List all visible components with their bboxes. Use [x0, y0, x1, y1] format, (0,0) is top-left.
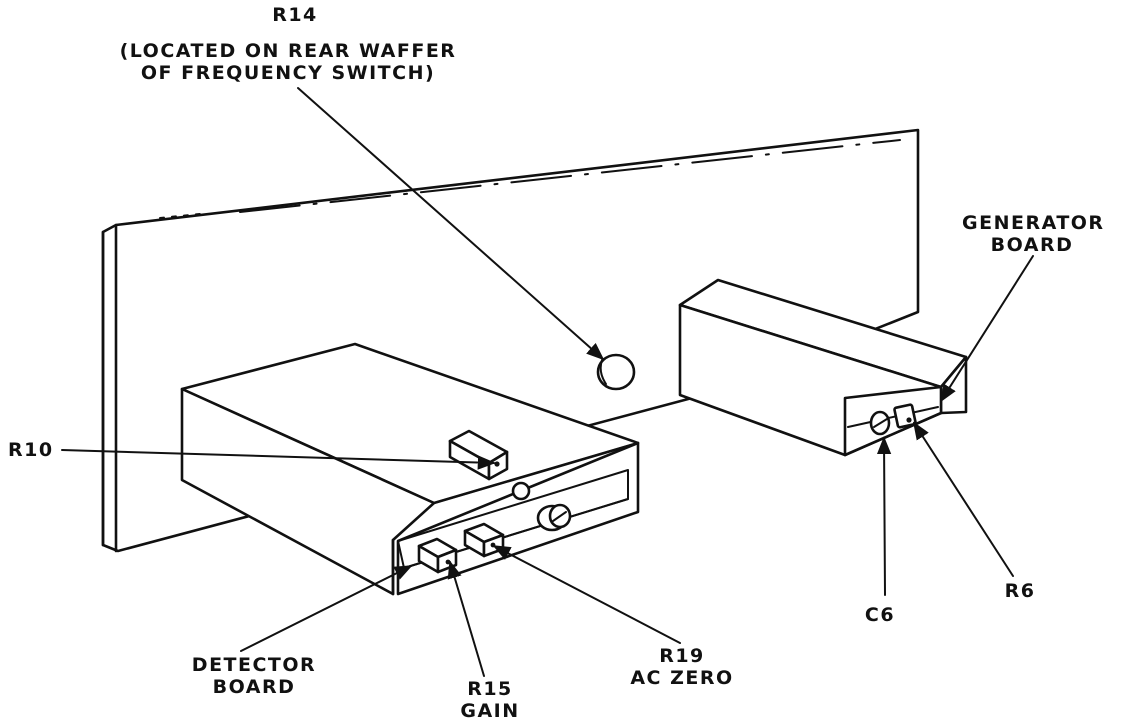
- r19-function: AC ZERO: [630, 667, 734, 689]
- r14-note-line1: (LOCATED ON REAR WAFFER: [119, 40, 457, 62]
- detector-board-leader: [240, 565, 413, 652]
- c6-label-text: C6: [864, 604, 896, 626]
- c6-leader: [876, 436, 892, 596]
- generator-board-line2: BOARD: [990, 234, 1074, 256]
- c6-label: C6: [850, 604, 910, 626]
- r14-location-note: (LOCATED ON REAR WAFFER OF FREQUENCY SWI…: [28, 40, 548, 84]
- detector-access-hole: [511, 481, 531, 501]
- r15-function: GAIN: [460, 700, 520, 722]
- detector-board-box: [180, 342, 640, 596]
- r15-designator: R15: [467, 678, 513, 700]
- r14-designator: R14: [272, 4, 318, 26]
- detector-adjust-knob: [536, 503, 572, 532]
- r14-label: R14: [220, 4, 370, 26]
- detector-board-line2: BOARD: [212, 676, 296, 698]
- generator-board-leader: [940, 255, 1034, 403]
- detector-board-label: DETECTOR BOARD: [184, 654, 324, 698]
- generator-board-line1: GENERATOR: [962, 212, 1105, 234]
- r6-leader: [913, 421, 1014, 577]
- leader-lines: [61, 87, 1034, 677]
- r14-leader: [297, 87, 605, 361]
- r10-label-text: R10: [8, 439, 54, 461]
- r6-label-text: R6: [1004, 580, 1036, 602]
- r6-trimpot: [893, 403, 917, 429]
- detector-board-line1: DETECTOR: [191, 654, 317, 676]
- r14-control-knob: [596, 353, 636, 391]
- r19-leader: [492, 545, 681, 644]
- r10-label: R10: [8, 439, 68, 461]
- r10-leader: [61, 449, 496, 470]
- r15-leader: [447, 560, 485, 677]
- generator-board-label: GENERATOR BOARD: [962, 212, 1105, 256]
- r19-designator: R19: [659, 645, 705, 667]
- r15-label: R15 GAIN: [455, 678, 525, 722]
- r19-label: R19 AC ZERO: [612, 645, 752, 689]
- r14-note-line2: OF FREQUENCY SWITCH): [140, 62, 436, 84]
- c6-trimmer: [869, 410, 891, 436]
- r6-label: R6: [990, 580, 1050, 602]
